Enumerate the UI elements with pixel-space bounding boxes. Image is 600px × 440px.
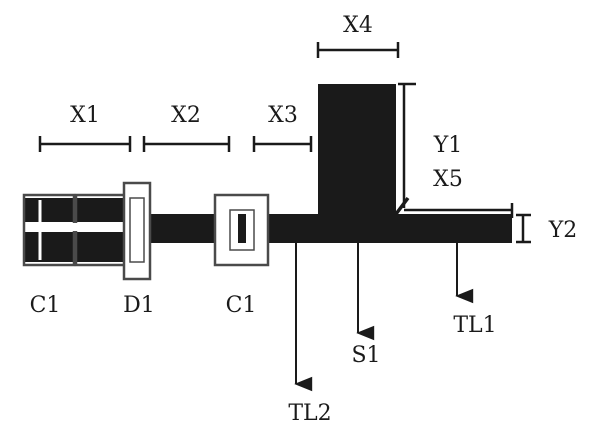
label-tl1: TL1 <box>453 313 496 338</box>
label-x5: X5 <box>433 167 463 192</box>
label-y1: Y1 <box>433 133 463 158</box>
label-y2: Y2 <box>548 218 578 243</box>
dimension-y2 <box>516 213 531 244</box>
component-c1-right <box>213 193 270 267</box>
label-x4: X4 <box>343 13 373 38</box>
label-c1-right: C1 <box>226 293 257 318</box>
label-d1: D1 <box>123 293 155 318</box>
dimension-x2 <box>142 136 231 152</box>
label-x3: X3 <box>268 103 298 128</box>
dimension-x1 <box>38 136 132 152</box>
label-x1: X1 <box>70 103 100 128</box>
dimension-y1 <box>398 82 416 208</box>
dimension-x5 <box>394 196 514 218</box>
dimension-x3 <box>252 136 313 152</box>
label-tl2: TL2 <box>288 401 331 426</box>
stub-block <box>318 84 396 243</box>
label-s1: S1 <box>351 343 380 368</box>
dimension-x4 <box>316 42 400 58</box>
label-c1-left: C1 <box>30 293 61 318</box>
component-d1 <box>122 181 152 281</box>
label-x2: X2 <box>171 103 201 128</box>
